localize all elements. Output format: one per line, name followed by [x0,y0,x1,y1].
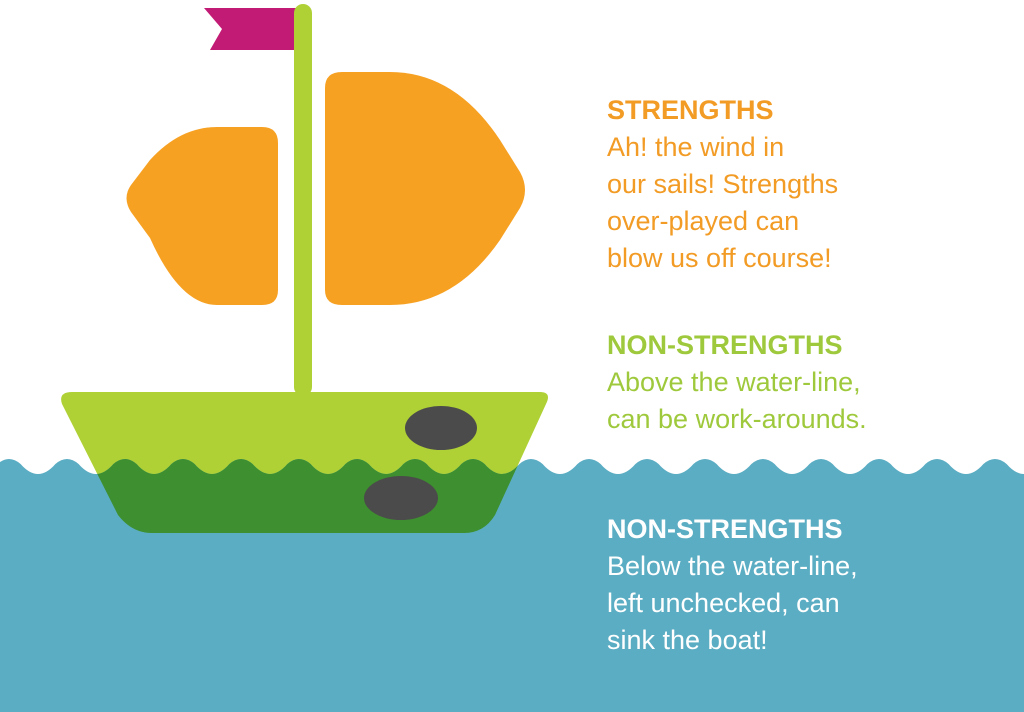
non-strengths-above-heading: NON-STRENGTHS [607,330,843,360]
flag [204,8,303,50]
non-strengths-above-text-block: NON-STRENGTHS Above the water-line, can … [607,327,867,438]
left-sail [126,127,278,305]
non-strengths-below-line: left unchecked, can [607,588,840,618]
non-strengths-below-line: sink the boat! [607,625,768,655]
non-strengths-below-heading: NON-STRENGTHS [607,514,843,544]
strengths-line: over-played can [607,206,800,236]
strengths-line: our sails! Strengths [607,169,839,199]
mast [294,4,312,396]
porthole-below-waterline [364,476,438,520]
strengths-text-block: STRENGTHS Ah! the wind in our sails! Str… [607,92,838,277]
right-sail [325,72,525,305]
non-strengths-above-line: can be work-arounds. [607,404,867,434]
non-strengths-below-line: Below the water-line, [607,551,858,581]
strengths-heading: STRENGTHS [607,95,774,125]
non-strengths-above-line: Above the water-line, [607,367,861,397]
porthole-above-waterline [405,406,477,450]
strengths-line: blow us off course! [607,243,832,273]
strengths-line: Ah! the wind in [607,132,785,162]
non-strengths-below-text-block: NON-STRENGTHS Below the water-line, left… [607,511,858,659]
